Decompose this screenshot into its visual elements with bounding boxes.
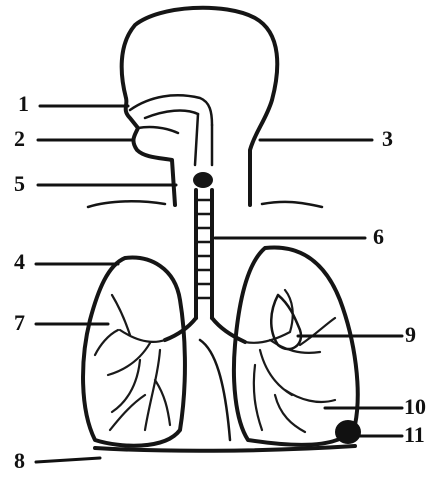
label-2: 2 bbox=[14, 128, 25, 150]
label-4: 4 bbox=[14, 251, 25, 273]
mouth bbox=[138, 127, 178, 133]
bronchial-tree-left bbox=[95, 295, 170, 430]
label-11: 11 bbox=[404, 424, 425, 446]
label-3: 3 bbox=[382, 128, 393, 150]
heart-region bbox=[200, 340, 230, 440]
label-10: 10 bbox=[404, 396, 426, 418]
label-7: 7 bbox=[14, 312, 25, 334]
leader-lines bbox=[36, 106, 402, 462]
label-5: 5 bbox=[14, 173, 25, 195]
larynx bbox=[193, 172, 213, 188]
label-9: 9 bbox=[405, 324, 416, 346]
shoulder-right bbox=[262, 202, 322, 207]
trachea-rings bbox=[197, 200, 211, 298]
shoulder-left bbox=[88, 201, 165, 207]
pharynx bbox=[195, 114, 212, 165]
bronchi bbox=[165, 318, 245, 342]
label-8: 8 bbox=[14, 450, 25, 472]
alveolus-blot bbox=[335, 420, 361, 444]
nasal-cavity bbox=[130, 95, 212, 125]
bronchial-tree-right bbox=[245, 290, 335, 432]
label-1: 1 bbox=[18, 93, 29, 115]
label-6: 6 bbox=[373, 226, 384, 248]
